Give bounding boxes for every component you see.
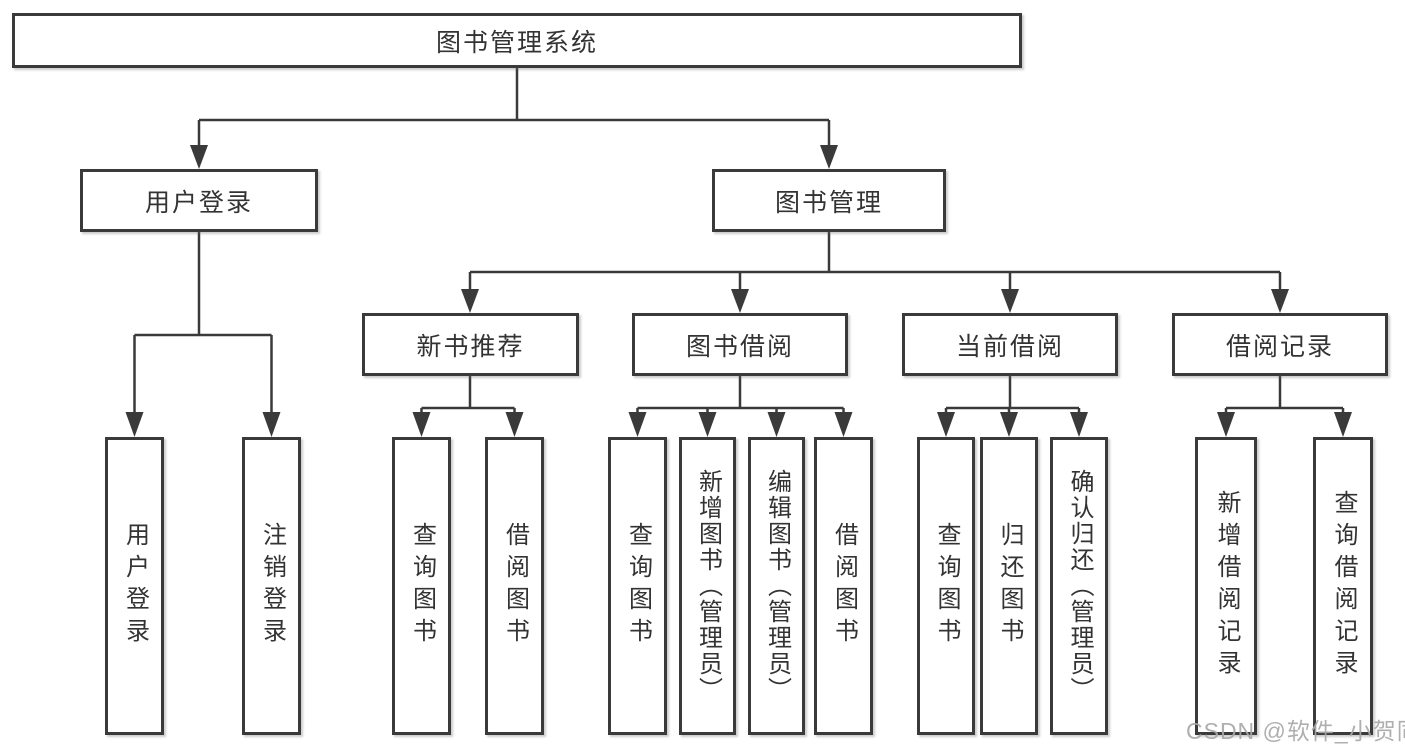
leaf-label: 新增图书（管理员）	[694, 469, 722, 703]
leaf-add-borrow-record: 新增借阅记录	[1195, 437, 1257, 735]
node-label: 图书管理系统	[435, 28, 598, 57]
leaf-label: 新增借阅记录	[1213, 490, 1240, 682]
node-borrowing-records: 借阅记录	[1172, 313, 1388, 376]
leaf-borrow-books-recommend: 借阅图书	[485, 437, 544, 735]
leaf-label: 借阅图书	[830, 522, 858, 650]
leaf-label: 编辑图书（管理员）	[763, 469, 791, 703]
leaf-label: 借阅图书	[501, 522, 529, 650]
node-label: 借阅记录	[1225, 332, 1334, 361]
leaf-search-books-borrowing: 查询图书	[608, 437, 667, 735]
leaf-label: 查询图书	[408, 522, 436, 650]
leaf-label: 查询图书	[624, 522, 652, 650]
leaf-label: 归还图书	[996, 522, 1023, 650]
connector-paths	[133, 68, 1345, 413]
node-label: 图书借阅	[685, 332, 794, 361]
leaf-user-login: 用户登录	[105, 437, 164, 735]
leaf-logout: 注销登录	[242, 437, 301, 735]
leaf-confirm-return-admin: 确认归还（管理员）	[1050, 437, 1108, 735]
node-label: 用户登录	[144, 188, 253, 217]
leaf-edit-book-admin: 编辑图书（管理员）	[748, 437, 805, 735]
node-user-login: 用户登录	[80, 169, 318, 232]
leaf-label: 注销登录	[258, 522, 286, 650]
node-library-management-system: 图书管理系统	[12, 13, 1022, 68]
node-book-borrowing: 图书借阅	[632, 313, 848, 376]
leaf-label: 查询图书	[933, 522, 960, 650]
arrowheads	[125, 145, 1352, 437]
leaf-search-borrow-record: 查询借阅记录	[1313, 437, 1373, 735]
leaf-add-book-admin: 新增图书（管理员）	[679, 437, 736, 735]
node-label: 新书推荐	[416, 332, 525, 361]
node-current-borrowing: 当前借阅	[902, 313, 1118, 376]
node-label: 当前借阅	[955, 332, 1064, 361]
node-label: 图书管理	[774, 188, 883, 217]
csdn-watermark: CSDN @软件_小贺同学	[1186, 718, 1405, 744]
leaf-borrow-books-borrowing: 借阅图书	[814, 437, 873, 735]
leaf-label: 查询借阅记录	[1330, 490, 1357, 682]
leaf-search-books-recommend: 查询图书	[392, 437, 451, 735]
leaf-search-books-current: 查询图书	[917, 437, 975, 735]
leaf-label: 用户登录	[121, 522, 149, 650]
leaf-label: 确认归还（管理员）	[1066, 469, 1093, 703]
node-new-book-recommendation: 新书推荐	[362, 313, 579, 376]
leaf-return-books: 归还图书	[980, 437, 1038, 735]
node-book-management: 图书管理	[712, 169, 946, 232]
